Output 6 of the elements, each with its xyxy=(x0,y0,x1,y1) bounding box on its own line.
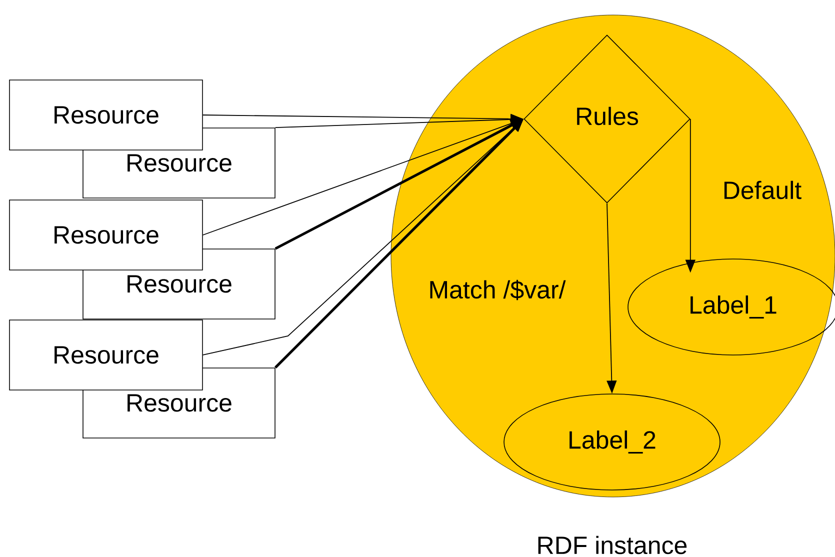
resource-box: Resource xyxy=(9,80,203,150)
resource-box: Resource xyxy=(9,200,203,270)
edge-label: Default xyxy=(720,178,804,202)
resource-box: Resource xyxy=(9,320,203,390)
node-label: RDF instance xyxy=(538,536,687,554)
edge-label: Match /$var/ xyxy=(426,278,568,302)
